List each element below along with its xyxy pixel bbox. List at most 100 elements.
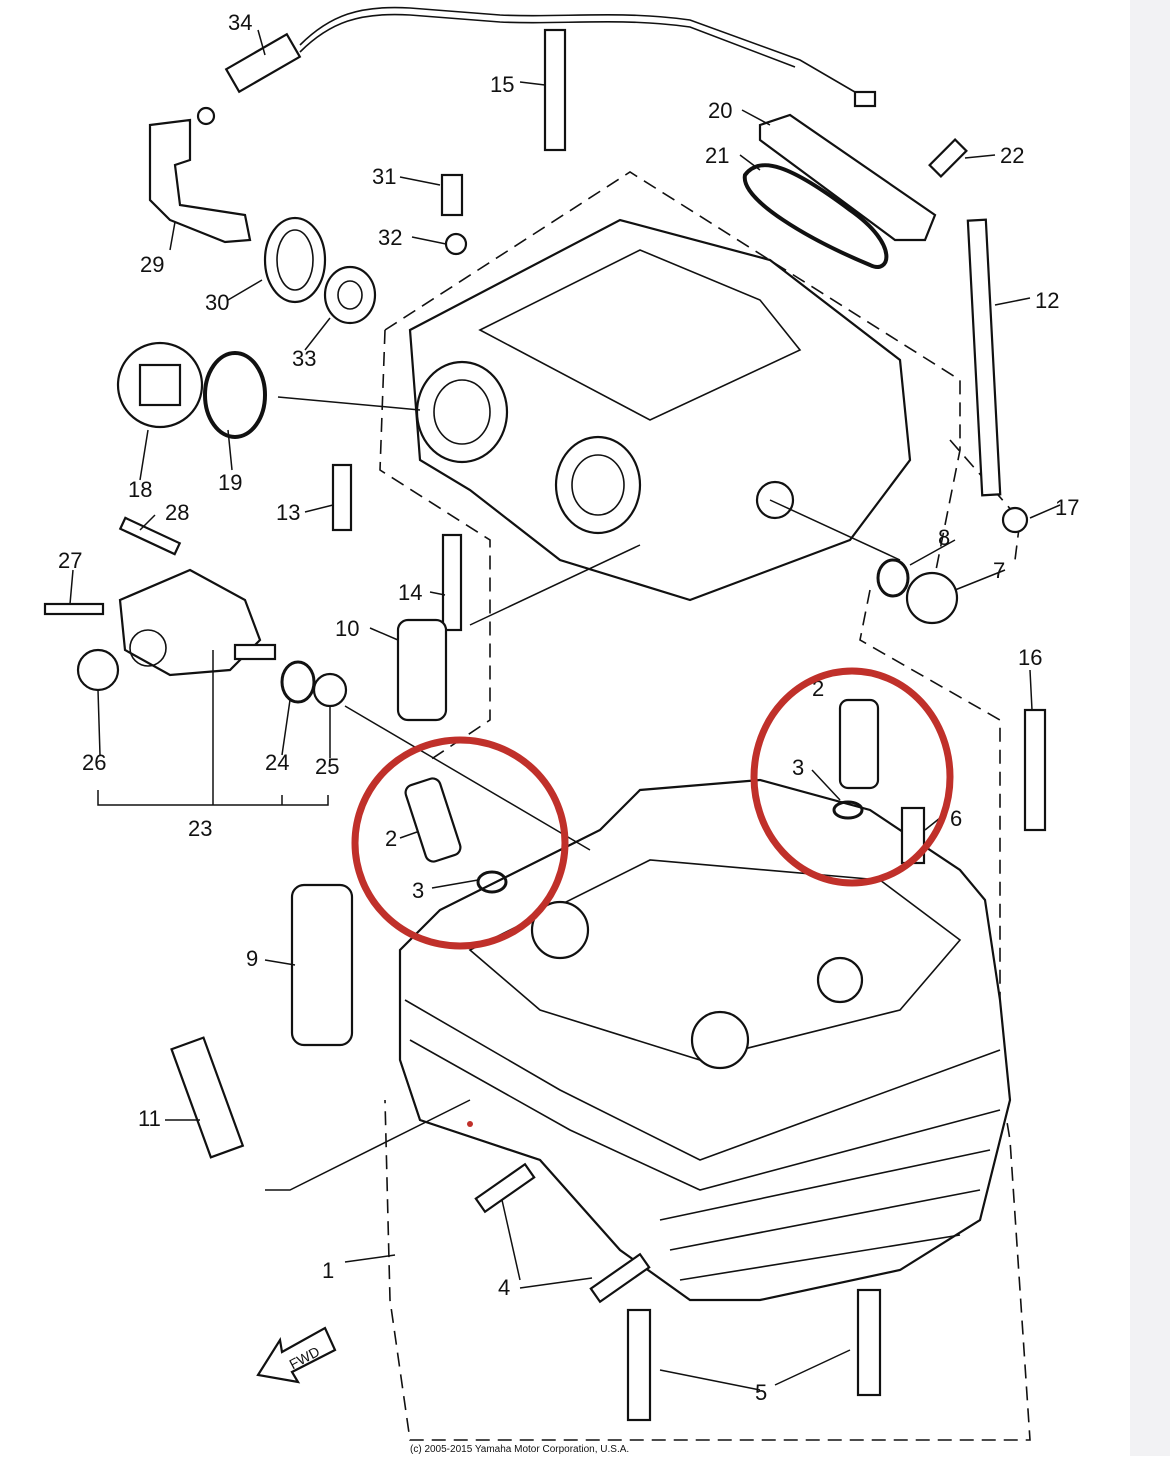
callout-3-right: 3 xyxy=(792,755,804,780)
spring-30 xyxy=(263,216,327,304)
callout-16: 16 xyxy=(1018,645,1042,670)
cable-34-sheath xyxy=(299,13,796,68)
valve-guide-2-left xyxy=(404,777,462,863)
cable-end-34 xyxy=(224,32,302,94)
callout-20: 20 xyxy=(708,98,732,123)
callout-7: 7 xyxy=(993,558,1005,583)
head-fin-2 xyxy=(409,1039,1001,1191)
oring-24 xyxy=(280,660,316,704)
cover-plug-hole xyxy=(755,480,795,520)
head-fin-5 xyxy=(679,1234,961,1281)
highlight-circle-right xyxy=(750,667,954,887)
screw-27 xyxy=(43,602,105,616)
callout-6: 6 xyxy=(950,806,962,831)
cover-port-left-inner xyxy=(433,379,491,445)
callout-26: 26 xyxy=(82,750,106,775)
nut-17 xyxy=(1001,506,1029,534)
callout-4: 4 xyxy=(498,1275,510,1300)
callout-32: 32 xyxy=(378,225,402,250)
stud-4a xyxy=(474,1162,536,1214)
head-fin-1 xyxy=(404,999,1001,1161)
spring-30-inner xyxy=(276,229,314,291)
clip-3-left xyxy=(476,870,508,894)
callout-11: 11 xyxy=(138,1106,161,1131)
screw-28 xyxy=(118,516,182,556)
assembly-outline-12 xyxy=(949,439,1021,561)
gasket-20 xyxy=(758,113,937,242)
plug-7 xyxy=(905,571,959,625)
red-dot-marker xyxy=(467,1121,473,1127)
callout-9: 9 xyxy=(246,946,258,971)
cover-port-right xyxy=(554,435,642,535)
spring-10 xyxy=(396,618,448,722)
cover-port-left xyxy=(415,360,509,464)
bolt-15 xyxy=(543,28,567,152)
callout-33: 33 xyxy=(292,346,316,371)
bolt-31 xyxy=(440,173,464,217)
highlight-circle-left xyxy=(351,736,569,950)
bolt-5b xyxy=(856,1288,882,1397)
stud-12 xyxy=(966,218,1002,497)
washer-32 xyxy=(444,232,468,256)
cable-end-cap xyxy=(196,106,216,126)
callout-25: 25 xyxy=(315,754,339,779)
clip-3-right xyxy=(832,800,864,820)
head-fin-4 xyxy=(669,1189,981,1251)
callout-30: 30 xyxy=(205,290,229,315)
oring-8 xyxy=(876,558,910,598)
washer-26 xyxy=(76,648,120,692)
cable-34 xyxy=(299,6,861,96)
callout-24: 24 xyxy=(265,750,289,775)
callout-22: 22 xyxy=(1000,143,1024,168)
assembly-outline-upper xyxy=(384,171,961,601)
fwd-arrow-icon xyxy=(256,1326,337,1384)
cam-journal-2 xyxy=(690,1010,750,1070)
callout-18: 18 xyxy=(128,477,152,502)
callout-21: 21 xyxy=(705,143,729,168)
throttle-shaft-29 xyxy=(148,118,252,244)
callout-31: 31 xyxy=(372,164,396,189)
callout-14: 14 xyxy=(398,580,422,605)
callout-28: 28 xyxy=(165,500,189,525)
oring-19 xyxy=(203,351,267,439)
bolt-16 xyxy=(1023,708,1047,832)
tach-drive-bore xyxy=(129,629,167,667)
bolt-13 xyxy=(331,463,353,532)
callout-12: 12 xyxy=(1035,288,1059,313)
callout-10: 10 xyxy=(335,616,359,641)
stud-4b xyxy=(589,1252,651,1304)
head-fin-3 xyxy=(659,1149,991,1221)
bolt-5a xyxy=(626,1308,652,1422)
spring-9 xyxy=(290,883,354,1047)
callout-5: 5 xyxy=(755,1380,767,1405)
callout-23: 23 xyxy=(188,816,212,841)
callout-17: 17 xyxy=(1055,495,1079,520)
callout-29: 29 xyxy=(140,252,164,277)
seal-33-inner xyxy=(337,280,363,310)
callout-1: 1 xyxy=(322,1258,334,1283)
screw-22 xyxy=(928,138,968,178)
right-margin-strip xyxy=(1130,0,1170,1456)
callout-19: 19 xyxy=(218,470,242,495)
cover-port-right-inner xyxy=(571,454,625,516)
tach-drive-shaft xyxy=(233,643,277,661)
spark-plug-11 xyxy=(170,1036,245,1159)
callout-15: 15 xyxy=(490,72,514,97)
seal-33 xyxy=(323,265,377,325)
cable-connector xyxy=(853,90,877,108)
bolt-14 xyxy=(441,533,463,632)
callout-27: 27 xyxy=(58,548,82,573)
cap-18-hex xyxy=(138,363,182,407)
cylinder-head-exploded-view: FWD 34 15 20 21 22 31 32 29 30 33 12 18 … xyxy=(43,6,1079,1455)
callout-2-left: 2 xyxy=(385,826,397,851)
callout-34: 34 xyxy=(228,10,252,35)
parts-diagram: FWD 34 15 20 21 22 31 32 29 30 33 12 18 … xyxy=(43,6,1080,1455)
callout-3-left: 3 xyxy=(412,878,424,903)
copyright-text: (c) 2005-2015 Yamaha Motor Corporation, … xyxy=(410,1444,629,1455)
oring-21 xyxy=(742,163,889,269)
assembly-outline-left xyxy=(379,329,491,761)
seal-25 xyxy=(312,672,348,708)
head-deck xyxy=(468,859,962,1061)
cam-journal-3 xyxy=(816,956,864,1004)
leaders xyxy=(69,29,1061,1391)
